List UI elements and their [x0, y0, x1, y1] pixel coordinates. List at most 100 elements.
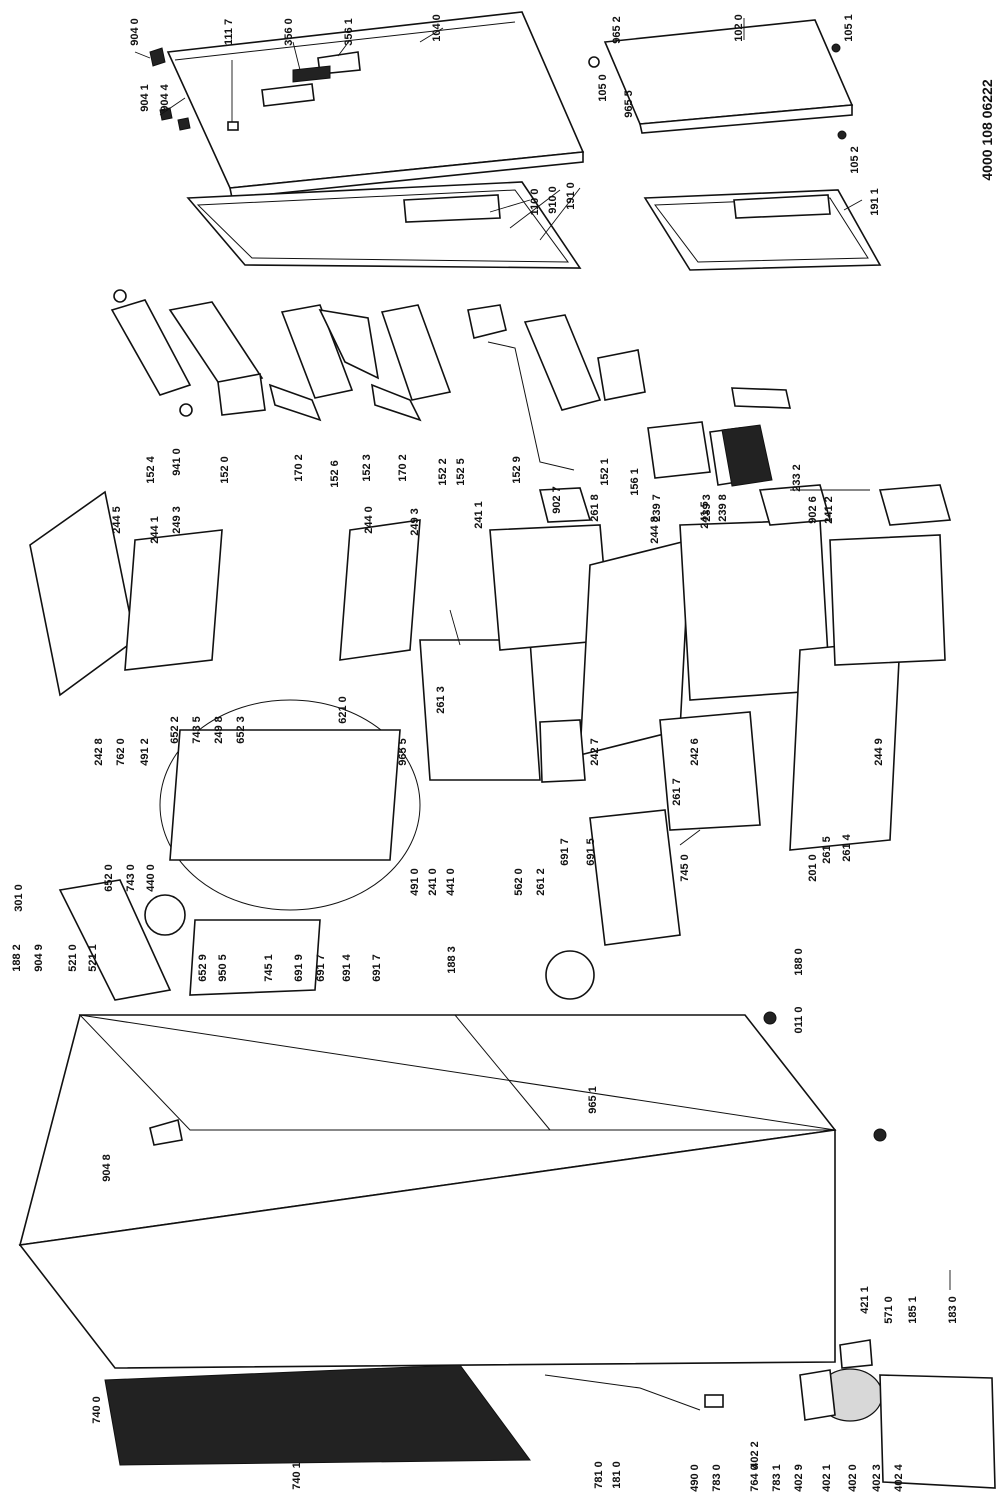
part-label: 402 3 [871, 1464, 883, 1492]
fridge-door-104-0 [166, 11, 585, 199]
part-label: 356 0 [283, 18, 295, 46]
part-label: 244 0 [363, 506, 375, 534]
part-label: 740 0 [91, 1396, 103, 1424]
part-label: 191 0 [565, 182, 577, 210]
part-label: 188 3 [446, 946, 458, 974]
evaporator-control-assembly [58, 699, 681, 1001]
part-label: 904 1 [139, 84, 151, 112]
part-label: 261 4 [841, 833, 853, 861]
part-label: 691 7 [371, 954, 383, 982]
part-label: 490 0 [689, 1464, 701, 1492]
part-label: 491 0 [409, 868, 421, 896]
part-label: 562 0 [513, 868, 525, 896]
compressor-402-0 [544, 1339, 996, 1489]
part-label: 249 8 [213, 716, 225, 744]
part-label: 783 1 [771, 1464, 783, 1492]
part-label: 902 7 [551, 486, 563, 514]
part-label: 261 2 [535, 868, 547, 896]
part-label: 242 8 [93, 738, 105, 766]
part-label: 152 5 [455, 458, 467, 486]
part-label: 239 7 [651, 494, 663, 522]
part-label: 402 1 [821, 1464, 833, 1492]
part-label: 191 1 [869, 188, 881, 216]
part-label: 441 0 [445, 868, 457, 896]
part-label: 170 2 [293, 454, 305, 482]
part-label: 241 5 [699, 501, 711, 529]
part-label: 691 4 [341, 953, 353, 981]
part-label: 783 0 [711, 1464, 723, 1492]
part-label: 402 4 [893, 1463, 905, 1491]
part-label: 261 5 [821, 836, 833, 864]
part-label: 965 2 [611, 16, 623, 44]
part-label: 152 6 [329, 460, 341, 488]
part-label: 152 1 [599, 458, 611, 486]
part-label: 743 0 [125, 864, 137, 892]
part-label: 241 2 [823, 496, 835, 524]
part-label: 652 9 [197, 954, 209, 982]
part-label: 185 1 [907, 1296, 919, 1324]
part-label: 743 5 [191, 716, 203, 744]
part-label: 105 0 [597, 74, 609, 102]
part-label: 110 0 [529, 189, 541, 216]
part-label: 965 5 [623, 90, 635, 118]
part-label: 105 2 [849, 146, 861, 174]
part-label: 156 1 [629, 468, 641, 496]
part-label: 652 0 [103, 864, 115, 892]
part-label: 740 1 [291, 1462, 303, 1490]
part-label: 571 0 [883, 1296, 895, 1324]
drawing-number: 4000 108 06222 [979, 79, 995, 180]
part-label: 652 2 [169, 716, 181, 744]
freezer-door-102-0 [603, 19, 854, 134]
part-label: 521 1 [87, 944, 99, 972]
part-label: 244 9 [873, 738, 885, 766]
part-label: 440 0 [145, 864, 157, 892]
part-label: 170 2 [397, 454, 409, 482]
part-label: 402 2 [749, 1441, 761, 1469]
part-label: 402 9 [793, 1464, 805, 1492]
part-label: 244 1 [149, 516, 161, 544]
part-label: 261 8 [589, 494, 601, 522]
part-label: 762 0 [115, 738, 127, 766]
part-label: 621 0 [337, 696, 349, 724]
part-label: 965 1 [587, 1086, 599, 1114]
part-label: 904 0 [129, 18, 141, 46]
part-label: 691 7 [559, 838, 571, 866]
part-label: 965 5 [397, 738, 409, 766]
part-label: 011 0 [793, 1007, 805, 1034]
part-label: 244 8 [649, 516, 661, 544]
part-label: 102 0 [733, 14, 745, 42]
part-label: 188 0 [793, 948, 805, 976]
part-label: 261 3 [435, 686, 447, 714]
part-label: 242 7 [589, 738, 601, 766]
part-label: 241 0 [427, 868, 439, 896]
fridge-door-gasket-191-0 [186, 181, 582, 269]
part-label: 183 0 [947, 1296, 959, 1324]
part-label: 239 8 [717, 494, 729, 522]
part-label: 421 1 [859, 1286, 871, 1314]
part-label: 152 0 [219, 456, 231, 484]
part-label: 491 2 [139, 738, 151, 766]
part-label: 356 1 [343, 18, 355, 46]
door-balconies [110, 289, 792, 487]
part-label: 691 9 [293, 954, 305, 982]
condenser-740-0 [104, 1364, 531, 1466]
part-label: 691 7 [315, 954, 327, 982]
part-label: 242 6 [689, 738, 701, 766]
part-label: 152 2 [437, 458, 449, 486]
part-label: 241 1 [473, 501, 485, 529]
part-label: 764 0 [749, 1464, 761, 1492]
part-label: 745 0 [679, 854, 691, 882]
shelves-and-drawers [29, 484, 952, 851]
part-label: 201 0 [807, 854, 819, 882]
part-label: 301 0 [13, 884, 25, 912]
part-label: 244 5 [111, 506, 123, 534]
part-label: 104 0 [431, 14, 443, 42]
part-label: 910 0 [547, 186, 559, 214]
part-label: 233 2 [791, 464, 803, 492]
part-label: 521 0 [67, 944, 79, 972]
part-label: 941 0 [171, 448, 183, 476]
part-label: 904 4 [159, 83, 171, 111]
part-label: 152 9 [511, 456, 523, 484]
